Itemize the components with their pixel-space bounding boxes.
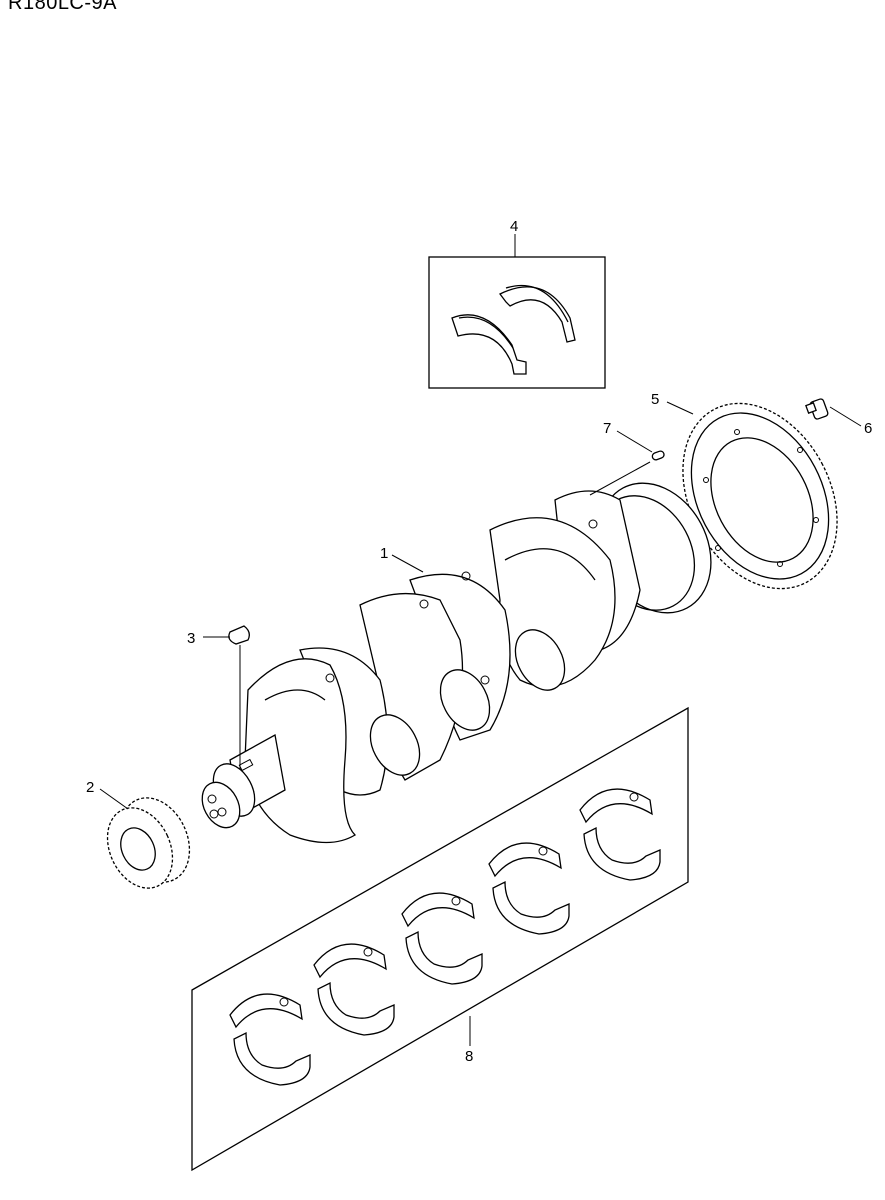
bearing-shells xyxy=(229,788,661,1086)
callout-4: 4 xyxy=(510,218,518,235)
bolt xyxy=(805,398,829,420)
callout-7: 7 xyxy=(603,420,611,437)
timing-gear xyxy=(106,797,191,889)
callout-2: 2 xyxy=(86,779,94,796)
dowel-pin xyxy=(651,450,665,461)
main-bearing-box xyxy=(191,706,689,1172)
model-code: R180LC-9A xyxy=(8,0,118,14)
callout-labels: 1 2 3 4 5 6 7 8 xyxy=(86,218,872,1065)
woodruff-key xyxy=(228,625,250,645)
callout-8: 8 xyxy=(465,1048,473,1065)
callout-3: 3 xyxy=(187,630,195,647)
ring-gear xyxy=(682,402,838,590)
callout-1: 1 xyxy=(380,545,388,562)
thrust-washer-box xyxy=(428,256,606,389)
callout-5: 5 xyxy=(651,391,659,408)
crankshaft xyxy=(201,482,712,844)
callout-6: 6 xyxy=(864,420,872,437)
leader-lines xyxy=(99,234,862,1046)
